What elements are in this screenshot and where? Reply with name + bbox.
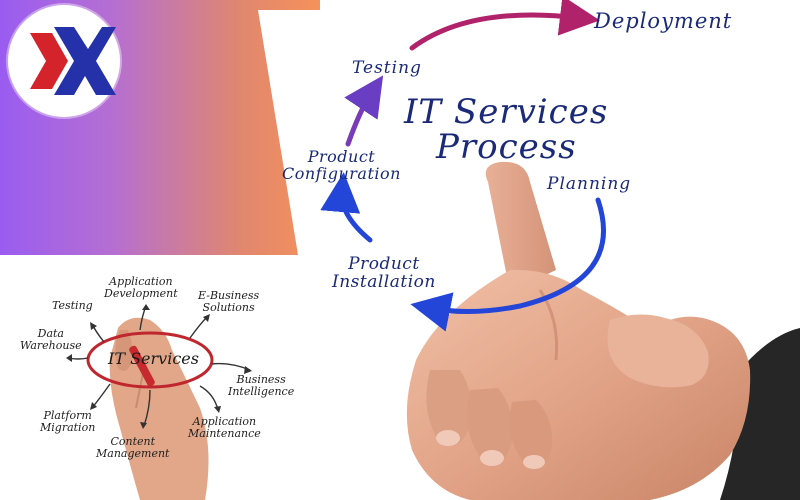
inset-content-management-line1: Content bbox=[110, 435, 156, 448]
inset-drawing bbox=[66, 304, 252, 500]
inset-application-maintenance-line2: Maintenance bbox=[188, 427, 261, 441]
step-product-configuration-line2: Configuration bbox=[282, 163, 401, 183]
inset-data-warehouse-line2: Warehouse bbox=[20, 339, 82, 353]
inset-testing: Testing bbox=[52, 299, 93, 312]
diagram-title-line2: Process bbox=[436, 127, 577, 167]
inset-platform-migration-line2: Migration bbox=[40, 421, 96, 435]
step-product-installation-line2: Installation bbox=[332, 271, 436, 292]
step-product-installation: Product Installation bbox=[332, 254, 436, 292]
inset-platform-migration: Platform Migration bbox=[40, 409, 96, 435]
inset-center-label: IT Services bbox=[108, 349, 199, 368]
arrow-installation-to-config bbox=[320, 172, 373, 243]
inset-business-intelligence-line2: Intelligence bbox=[228, 385, 295, 399]
inset-data-warehouse: Data Warehouse bbox=[20, 327, 82, 353]
inset-application-development: Application Development bbox=[104, 275, 178, 301]
diagram-title-line1: IT Services bbox=[404, 92, 609, 132]
inset-platform-migration-line1: Platform bbox=[43, 409, 92, 422]
step-product-configuration: Product Configuration bbox=[282, 147, 401, 183]
inset-content-management: Content Management bbox=[96, 435, 170, 461]
kx-logo-icon bbox=[30, 27, 116, 95]
arrow-config-to-testing bbox=[344, 75, 384, 147]
it-services-inset: IT Services Application Development E-Bu… bbox=[0, 258, 318, 500]
inset-ebusiness-line1: E-Business bbox=[198, 289, 260, 302]
inset-content-management-line2: Management bbox=[96, 447, 170, 461]
inset-application-maintenance: Application Maintenance bbox=[188, 415, 261, 441]
logo-badge bbox=[8, 5, 120, 117]
arrow-planning-to-installation bbox=[410, 197, 607, 332]
inset-application-development-line2: Development bbox=[104, 287, 178, 301]
arrow-testing-to-deployment bbox=[409, 0, 600, 51]
inset-application-maintenance-line1: Application bbox=[192, 415, 257, 428]
inset-application-development-line1: Application bbox=[109, 275, 173, 288]
step-deployment: Deployment bbox=[594, 9, 733, 33]
step-testing: Testing bbox=[352, 58, 422, 78]
inset-ebusiness-solutions: E-Business Solutions bbox=[198, 289, 260, 315]
inset-data-warehouse-line1: Data bbox=[37, 327, 64, 340]
step-product-installation-line1: Product bbox=[348, 254, 420, 274]
step-product-configuration-line1: Product bbox=[307, 147, 376, 166]
inset-business-intelligence: Business Intelligence bbox=[228, 373, 295, 399]
inset-business-intelligence-line1: Business bbox=[236, 373, 286, 386]
pointing-hand-photo bbox=[406, 161, 800, 500]
step-planning: Planning bbox=[547, 174, 632, 194]
inset-ebusiness-line2: Solutions bbox=[202, 301, 255, 315]
